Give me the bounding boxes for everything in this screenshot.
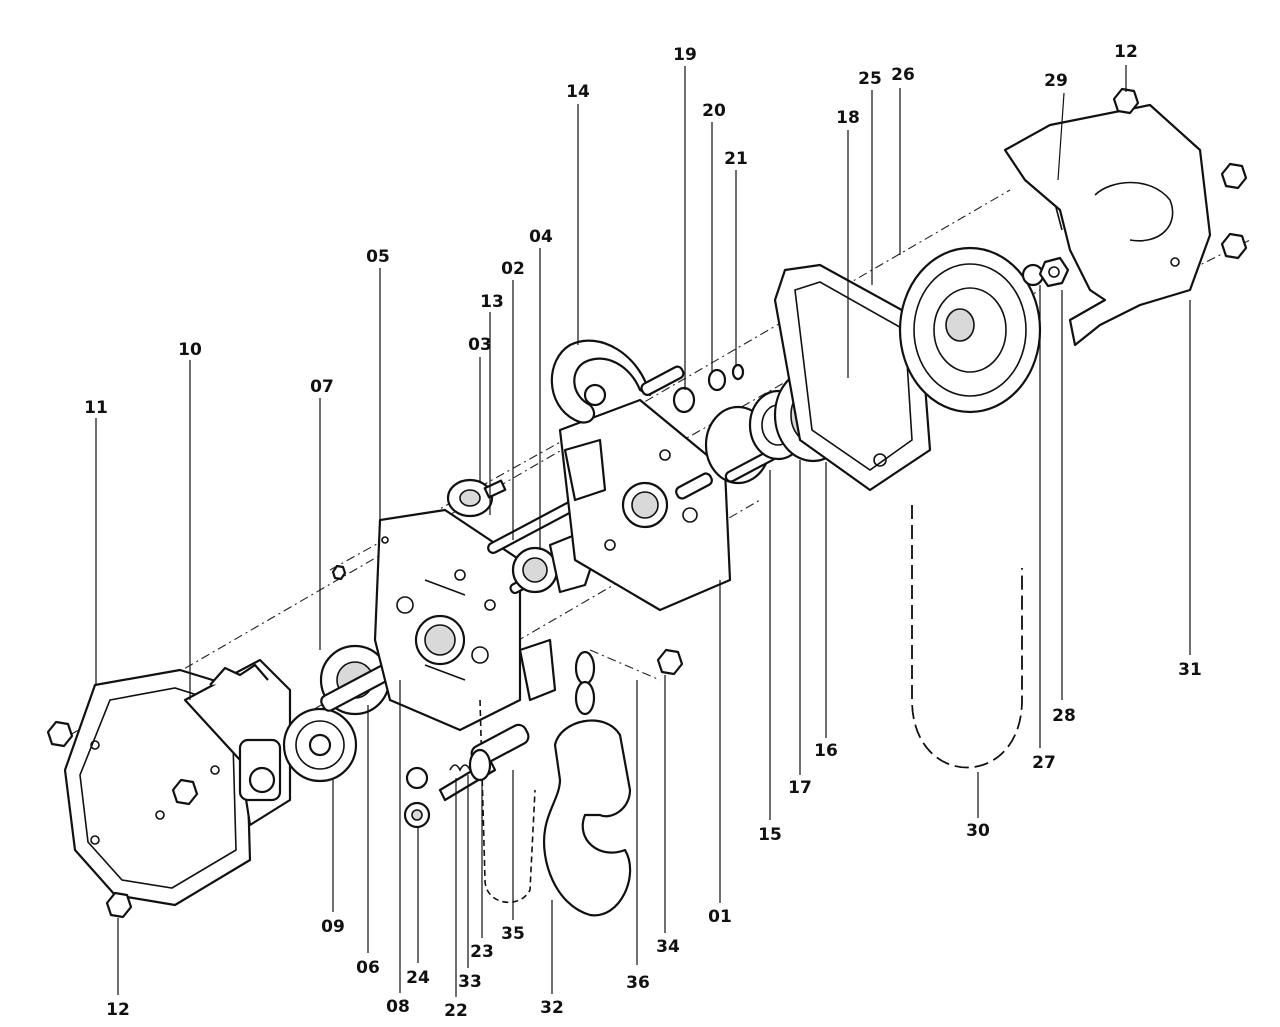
hand-chain-wheel <box>898 246 1042 414</box>
callout-33: 33 <box>458 972 482 992</box>
callout-labels: 11 10 07 05 03 13 02 04 14 19 20 21 18 2… <box>84 42 1202 1021</box>
callout-13: 13 <box>480 292 504 312</box>
callout-34: 34 <box>656 937 680 957</box>
callout-21: 21 <box>724 149 748 169</box>
callout-07: 07 <box>310 377 334 397</box>
callout-02: 02 <box>501 259 525 279</box>
retaining-rings <box>672 363 745 414</box>
callout-32: 32 <box>540 998 564 1018</box>
callout-05: 05 <box>366 247 390 267</box>
leader-lines <box>95 65 1191 997</box>
callout-28: 28 <box>1052 706 1076 726</box>
callout-03: 03 <box>468 335 492 355</box>
callout-26: 26 <box>891 65 915 85</box>
callout-25: 25 <box>858 69 882 89</box>
side-plate-left <box>373 508 522 732</box>
callout-11: 11 <box>84 398 108 418</box>
callout-29: 29 <box>1044 71 1068 91</box>
callout-06: 06 <box>356 958 380 978</box>
callout-04: 04 <box>529 227 553 247</box>
callout-19: 19 <box>673 45 697 65</box>
callout-10: 10 <box>178 340 202 360</box>
load-chain-bottom-hook <box>479 638 632 917</box>
hand-chain-loop <box>911 505 1023 769</box>
callout-15: 15 <box>758 825 782 845</box>
callout-12-top: 12 <box>1114 42 1138 62</box>
load-sheave-upper <box>446 478 507 518</box>
wheel-cover-frame <box>773 263 932 492</box>
callout-20: 20 <box>702 101 726 121</box>
callout-31: 31 <box>1178 660 1202 680</box>
callout-08: 08 <box>386 997 410 1017</box>
hex-nuts <box>46 87 1248 919</box>
callout-22: 22 <box>444 1001 468 1021</box>
callout-16: 16 <box>814 741 838 761</box>
callout-14: 14 <box>566 82 590 102</box>
callout-12-bottom: 12 <box>106 1000 130 1020</box>
callout-01: 01 <box>708 907 732 927</box>
callout-09: 09 <box>321 917 345 937</box>
callout-36: 36 <box>626 973 650 993</box>
callout-23: 23 <box>470 942 494 962</box>
hand-wheel-cover <box>1003 103 1212 347</box>
ratchet-gear <box>282 707 358 783</box>
pawl-and-spring-parts <box>403 723 530 829</box>
callout-27: 27 <box>1032 753 1056 773</box>
washer-and-nut <box>1021 256 1070 288</box>
callout-17: 17 <box>788 778 812 798</box>
callout-30: 30 <box>966 821 990 841</box>
brake-housing <box>183 658 292 827</box>
drive-gear-shaft <box>319 644 406 716</box>
callout-24: 24 <box>406 968 430 988</box>
frame-plate-center <box>558 398 732 612</box>
top-hook <box>550 339 685 502</box>
callout-18: 18 <box>836 108 860 128</box>
callout-35: 35 <box>501 924 525 944</box>
